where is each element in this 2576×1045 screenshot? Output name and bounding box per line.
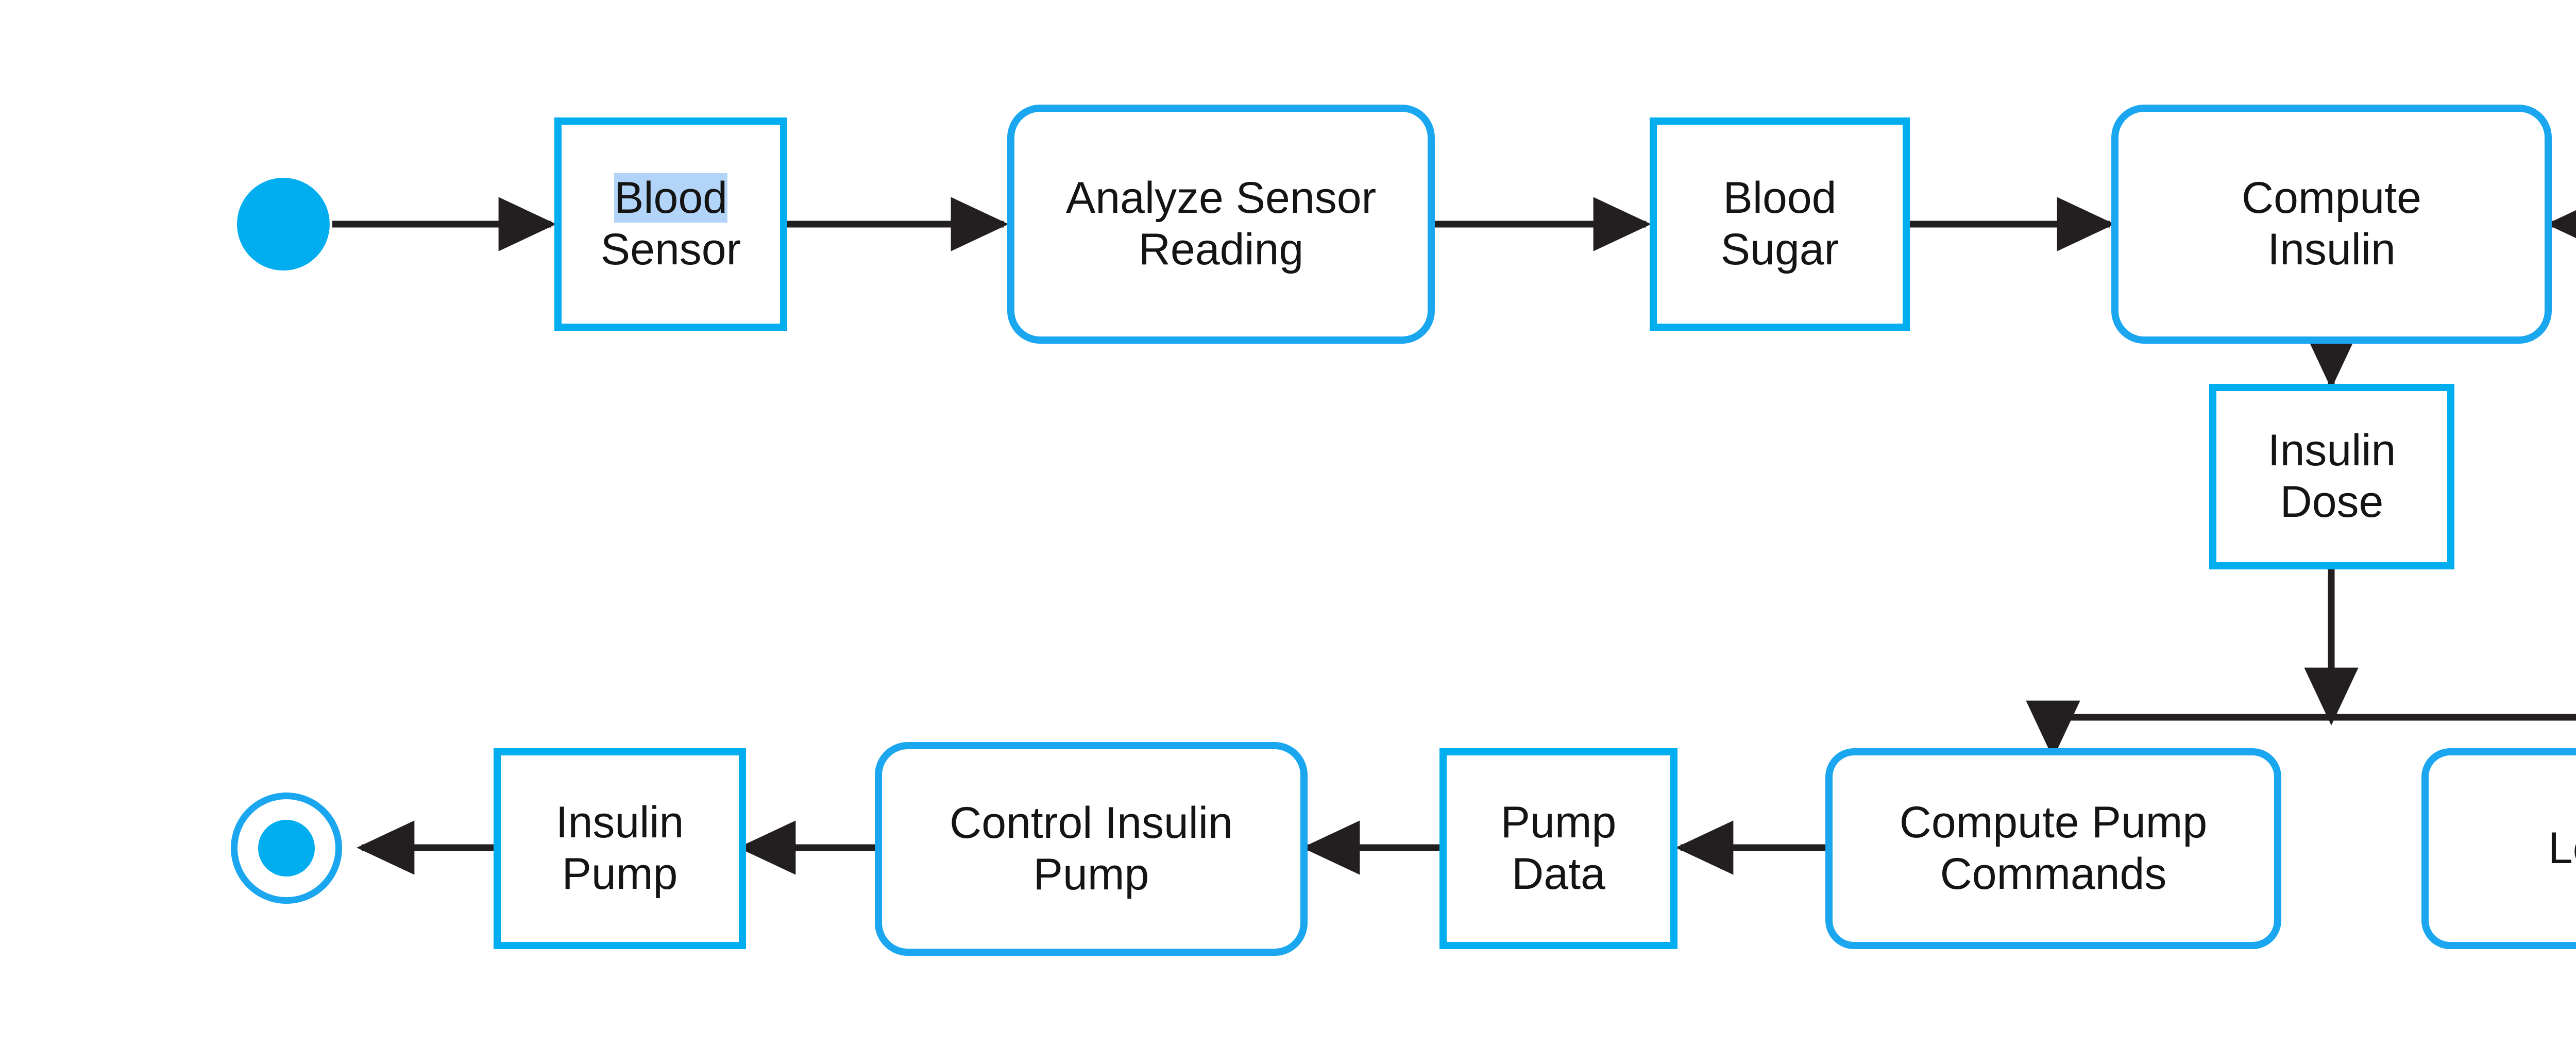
end-node-inner-dot: [258, 820, 315, 877]
node-compute-pump-commands[interactable]: Compute Pump Commands: [1825, 748, 2281, 949]
node-analyze-sensor-reading[interactable]: Analyze Sensor Reading: [1007, 105, 1435, 344]
node-analyze-sensor-reading-label: Analyze Sensor Reading: [1065, 173, 1377, 274]
node-blood-sugar[interactable]: Blood Sugar: [1650, 117, 1910, 331]
node-compute-insulin[interactable]: Compute Insulin: [2111, 105, 2552, 344]
node-insulin-dose[interactable]: Insulin Dose: [2209, 384, 2454, 569]
node-log-dose-label: Log Dose: [2548, 823, 2576, 873]
node-blood-sensor-line2: Sensor: [600, 225, 741, 274]
node-insulin-pump[interactable]: Insulin Pump: [494, 748, 746, 949]
node-insulin-dose-label: Insulin Dose: [2267, 426, 2396, 527]
end-node[interactable]: [231, 793, 342, 904]
node-compute-insulin-label: Compute Insulin: [2242, 173, 2421, 274]
selected-text-blood: Blood: [614, 173, 727, 223]
node-control-insulin-pump-label: Control Insulin Pump: [950, 798, 1233, 899]
start-node[interactable]: [237, 178, 330, 271]
node-pump-data[interactable]: Pump Data: [1439, 748, 1677, 949]
node-compute-pump-commands-label: Compute Pump Commands: [1899, 798, 2208, 899]
node-insulin-pump-label: Insulin Pump: [555, 798, 684, 899]
node-log-dose[interactable]: Log Dose: [2421, 748, 2576, 949]
node-blood-sugar-label: Blood Sugar: [1720, 173, 1839, 274]
node-pump-data-label: Pump Data: [1500, 798, 1617, 899]
node-control-insulin-pump[interactable]: Control Insulin Pump: [875, 742, 1308, 956]
